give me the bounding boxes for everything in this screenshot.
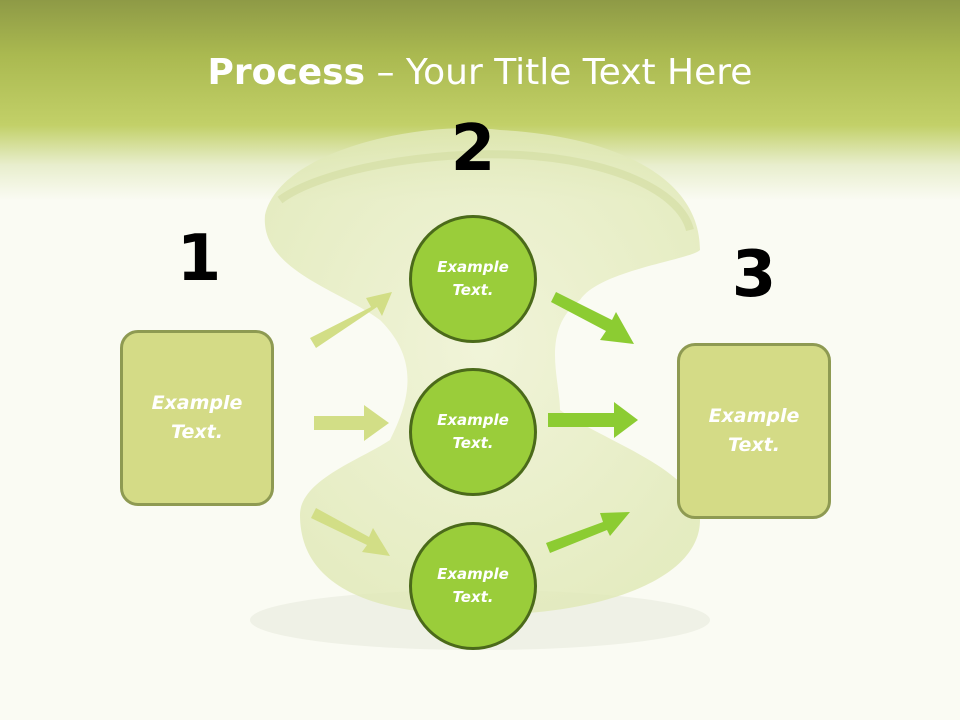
step-3-text: Example Text. [708,405,800,456]
step-number-1: 1 [176,222,222,296]
step-number-2: 2 [450,112,496,186]
circle-middle-text: Example Text. [437,411,509,452]
arrow-middle-to-box3 [548,402,638,438]
arrow-top-to-box3 [551,292,634,344]
arrow-box1-to-top [310,292,392,348]
step-number-3: 3 [731,238,777,312]
arrow-bottom-to-box3 [546,512,630,553]
arrow-box1-to-middle [314,405,389,441]
step-1-box: Example Text. [120,330,274,506]
step-2-circle-bottom: Example Text. [409,522,537,650]
slide-title: Process – Your Title Text Here [207,52,753,93]
step-1-text: Example Text. [151,392,243,443]
step-2-circle-middle: Example Text. [409,368,537,496]
step-2-circle-top: Example Text. [409,215,537,343]
circle-bottom-text: Example Text. [437,565,509,606]
arrow-box1-to-bottom [311,508,390,556]
circle-top-text: Example Text. [437,258,509,299]
step-3-box: Example Text. [677,343,831,519]
